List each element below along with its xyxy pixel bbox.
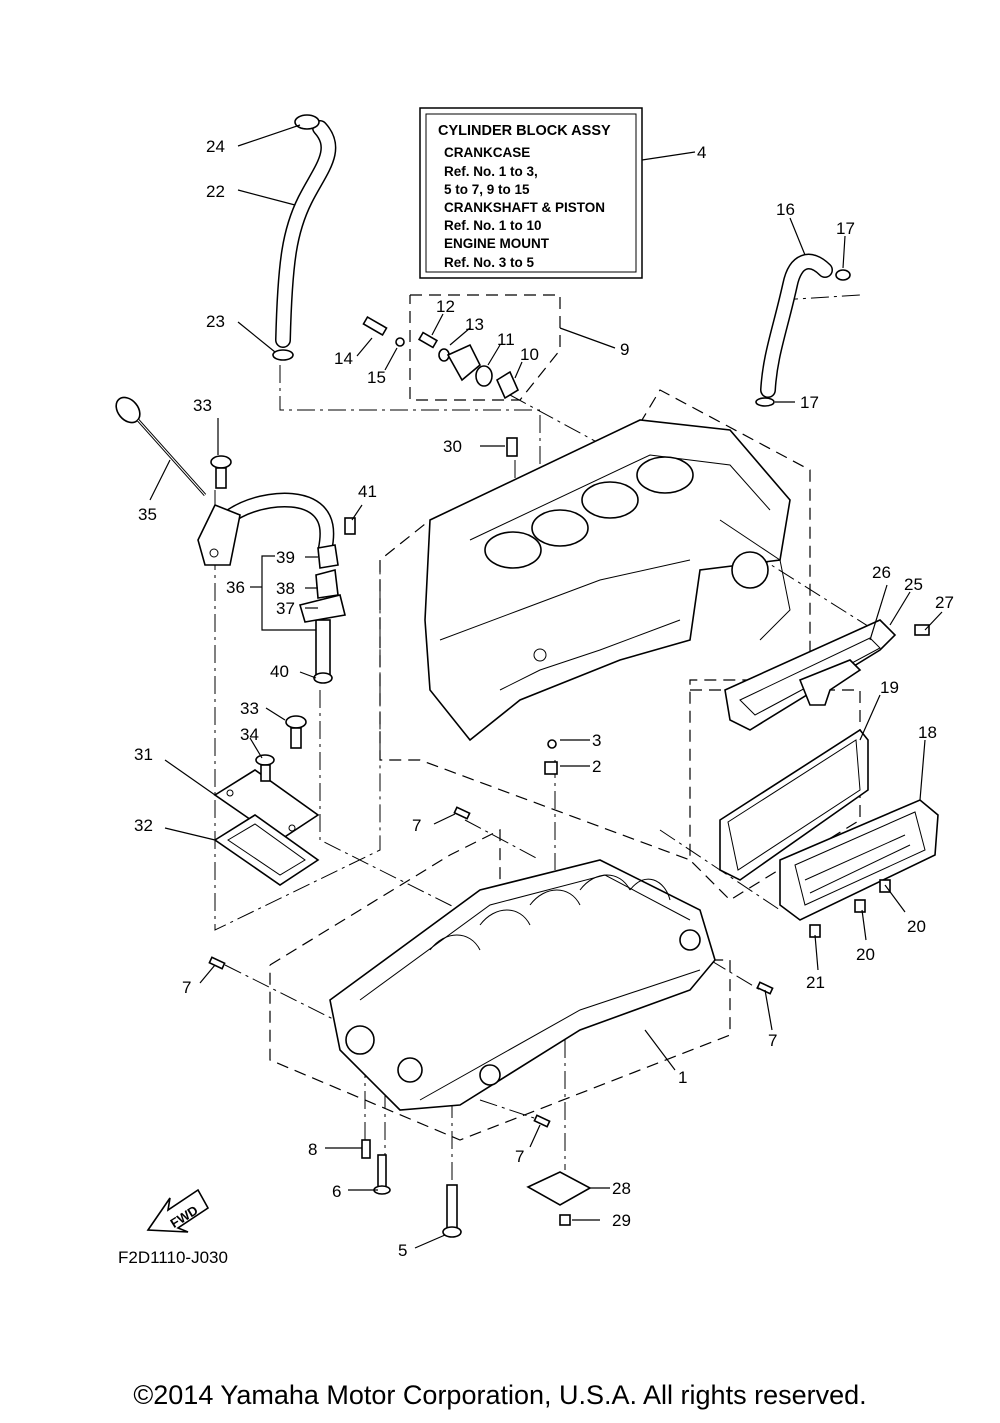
callout-32: 32: [134, 816, 153, 835]
callout-15: 15: [367, 368, 386, 387]
info-box-line: 5 to 7, 9 to 15: [444, 182, 530, 197]
callout-26: 26: [872, 563, 891, 582]
callout-41: 41: [358, 482, 377, 501]
hose-22: [272, 114, 337, 361]
callout-23: 23: [206, 312, 225, 331]
info-box-line: Ref. No. 1 to 3,: [444, 164, 538, 179]
gasket-32: [213, 814, 320, 886]
callout-24: 24: [206, 137, 225, 156]
callout-33: 33: [193, 396, 212, 415]
callout-13: 13: [465, 315, 484, 334]
callout-33: 33: [240, 699, 259, 718]
info-box-line: CRANKSHAFT & PISTON: [444, 200, 605, 215]
info-box-line: ENGINE MOUNT: [444, 236, 550, 251]
callout-17: 17: [836, 219, 855, 238]
callout-28: 28: [612, 1179, 631, 1198]
callout-21: 21: [806, 973, 825, 992]
callout-6: 6: [332, 1182, 341, 1201]
callout-31: 31: [134, 745, 153, 764]
callout-39: 39: [276, 548, 295, 567]
callout-27: 27: [935, 593, 954, 612]
hose-16: [755, 253, 851, 407]
callout-1: 1: [678, 1068, 687, 1087]
gasket-19: [719, 728, 869, 881]
callout-19: 19: [880, 678, 899, 697]
info-box-line: Ref. No. 1 to 10: [444, 218, 542, 233]
callout-7: 7: [515, 1147, 524, 1166]
callout-4: 4: [697, 143, 706, 162]
callout-8: 8: [308, 1140, 317, 1159]
callout-38: 38: [276, 579, 295, 598]
breather-cover: [724, 619, 897, 731]
callout-37: 37: [276, 599, 295, 618]
callout-20: 20: [907, 917, 926, 936]
info-box-line: CRANKCASE: [444, 145, 530, 160]
crankcase: [329, 859, 716, 1111]
info-box-line: Ref. No. 3 to 5: [444, 255, 535, 270]
callout-7: 7: [768, 1031, 777, 1050]
info-box-title: CYLINDER BLOCK ASSY: [438, 123, 611, 139]
callout-35: 35: [138, 505, 157, 524]
cylinder-block: [424, 419, 791, 742]
info-box: CYLINDER BLOCK ASSY CRANKCASE Ref. No. 1…: [419, 107, 643, 279]
hose-36: [197, 492, 335, 566]
callout-16: 16: [776, 200, 795, 219]
callout-14: 14: [334, 349, 353, 368]
callout-22: 22: [206, 182, 225, 201]
callout-2: 2: [592, 757, 601, 776]
callout-29: 29: [612, 1211, 631, 1230]
fwd-arrow: FWD: [146, 1188, 210, 1233]
diagram-code: F2D1110-J030: [118, 1248, 228, 1267]
callout-5: 5: [398, 1241, 407, 1260]
callout-3: 3: [592, 731, 601, 750]
callout-36: 36: [226, 578, 245, 597]
callout-17: 17: [800, 393, 819, 412]
copyright-notice: ©2014 Yamaha Motor Corporation, U.S.A. A…: [133, 1380, 867, 1410]
callout-34: 34: [240, 725, 259, 744]
callout-10: 10: [520, 345, 539, 364]
callout-40: 40: [270, 662, 289, 681]
callout-9: 9: [620, 340, 629, 359]
callout-20: 20: [856, 945, 875, 964]
callout-30: 30: [443, 437, 462, 456]
dipstick: [115, 396, 207, 496]
callout-7: 7: [182, 978, 191, 997]
callout-11: 11: [497, 330, 515, 349]
callout-leaders: [149, 124, 943, 1249]
callout-12: 12: [436, 297, 455, 316]
callout-7: 7: [412, 816, 421, 835]
callout-25: 25: [904, 575, 923, 594]
small-parts: [208, 315, 930, 1238]
callout-18: 18: [918, 723, 937, 742]
alignment-lines: [214, 294, 891, 1215]
callout-numbers: 1 2 3 4 5 6 7 7 7 7 8 9 10 11 12 13 14 1…: [134, 137, 954, 1260]
